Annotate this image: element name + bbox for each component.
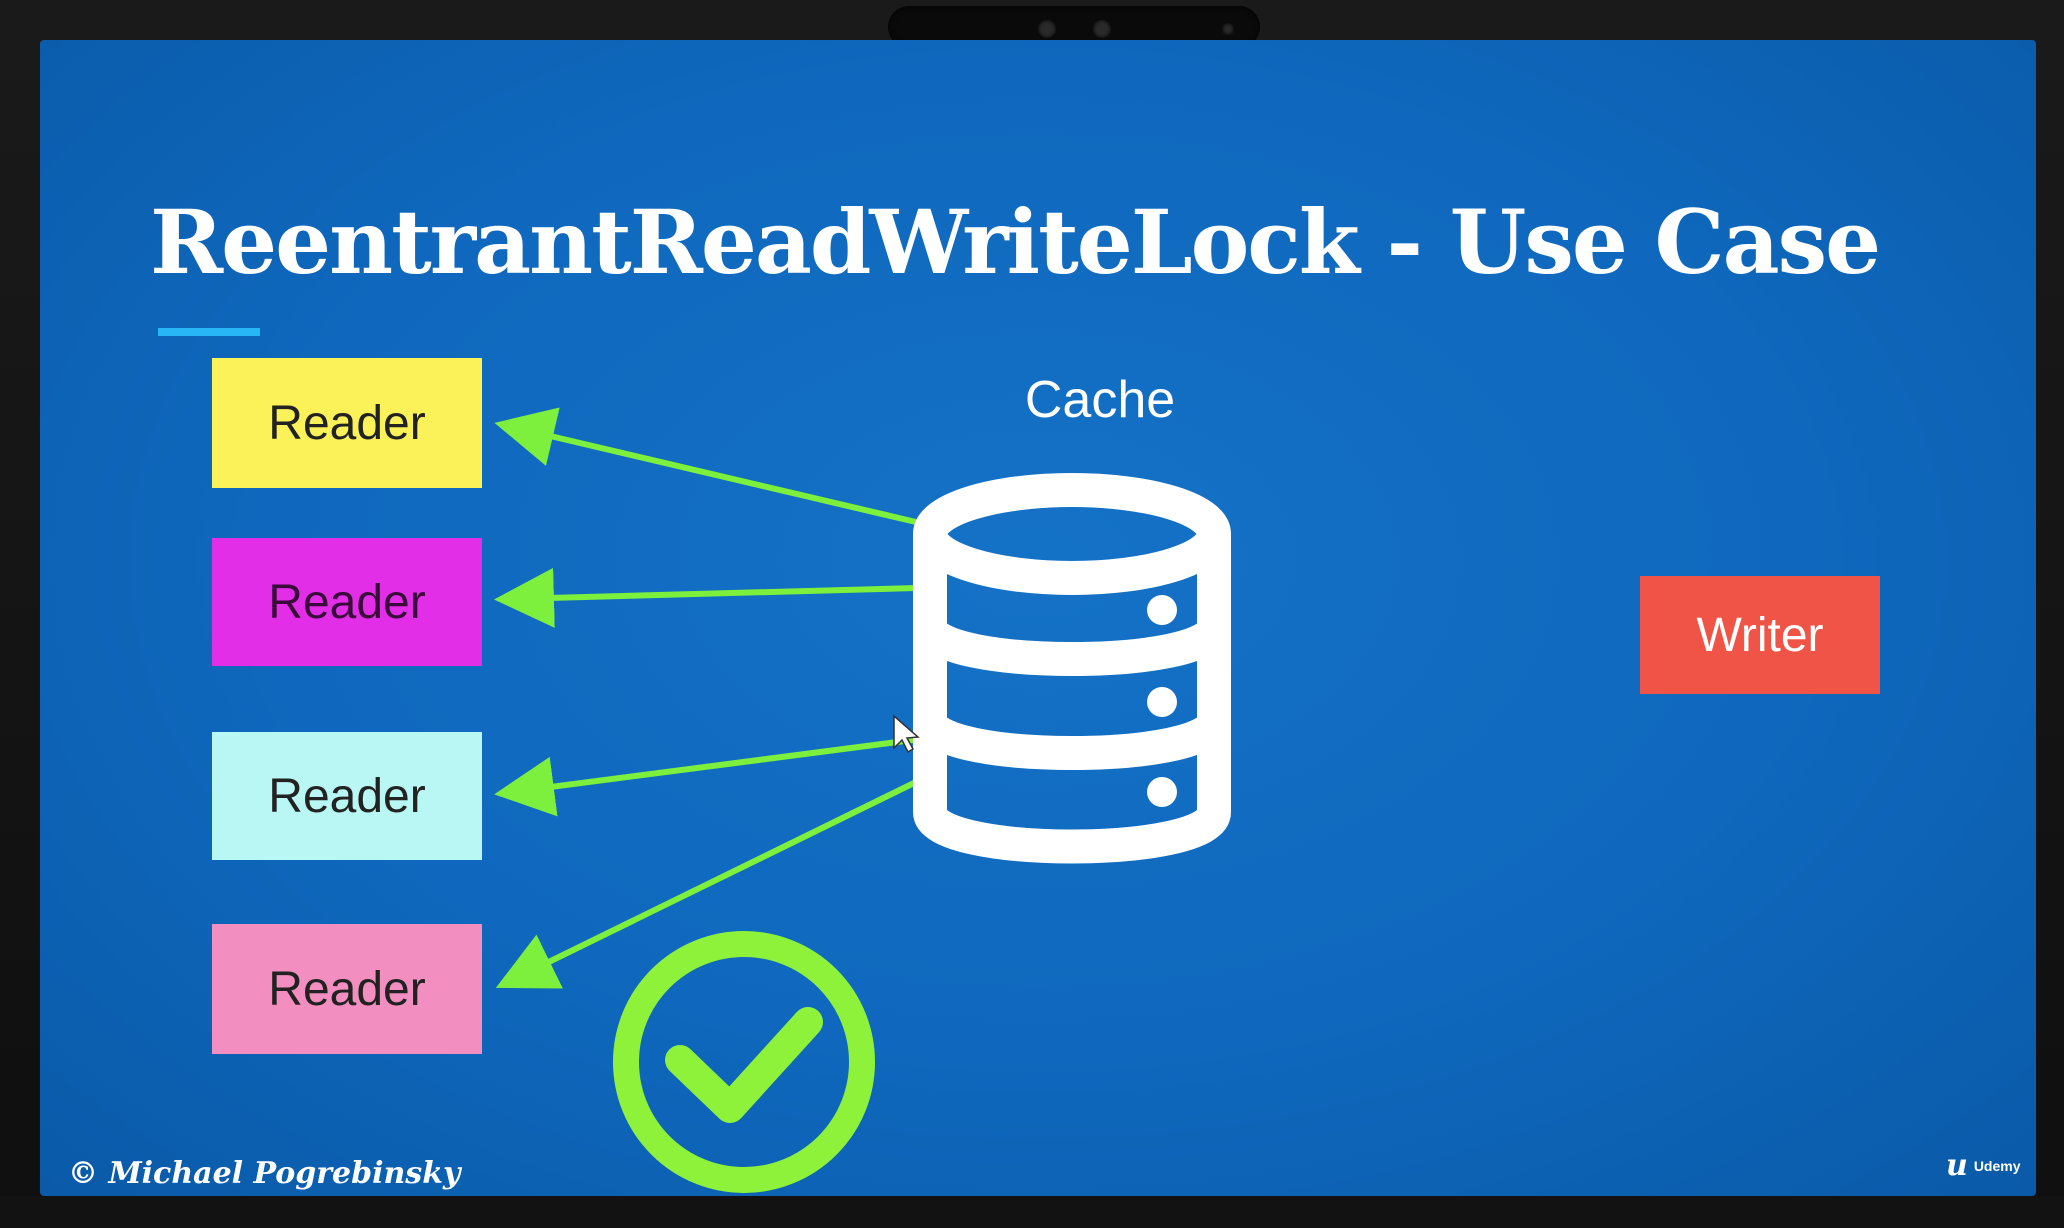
presentation-slide: ReentrantReadWriteLock - Use Case Cache … bbox=[40, 40, 2036, 1196]
cache-label: Cache bbox=[1024, 371, 1176, 429]
writer-box: Writer bbox=[1640, 576, 1880, 694]
reader-box-3: Reader bbox=[212, 732, 482, 860]
mouse-pointer-icon bbox=[893, 714, 920, 754]
udemy-mark-icon: u bbox=[1946, 1148, 1968, 1183]
webcam-lens-icon bbox=[1038, 20, 1056, 38]
webcam-light-icon bbox=[1222, 23, 1234, 35]
arrow-to-reader-3 bbox=[494, 735, 929, 817]
database-icon bbox=[913, 473, 1231, 864]
arrow-to-reader-1 bbox=[494, 407, 917, 525]
copyright-text: © Michael Pogrebinsky bbox=[68, 1156, 461, 1191]
arrow-to-reader-2 bbox=[494, 567, 917, 628]
arrow-to-reader-4 bbox=[495, 779, 918, 989]
udemy-logo: u Udemy bbox=[1946, 1148, 2021, 1183]
reader-box-2: Reader bbox=[212, 538, 482, 666]
database-led-dots bbox=[1147, 595, 1177, 807]
check-circle-icon bbox=[613, 931, 875, 1193]
reader-box-4: Reader bbox=[212, 924, 482, 1054]
udemy-wordmark: Udemy bbox=[1973, 1157, 2021, 1174]
monitor-bottom-bezel bbox=[0, 1196, 2064, 1228]
webcam-sensor-icon bbox=[1093, 20, 1111, 38]
title-underline bbox=[158, 328, 260, 336]
reader-box-1: Reader bbox=[212, 358, 482, 488]
slide-title: ReentrantReadWriteLock - Use Case bbox=[150, 190, 1881, 294]
